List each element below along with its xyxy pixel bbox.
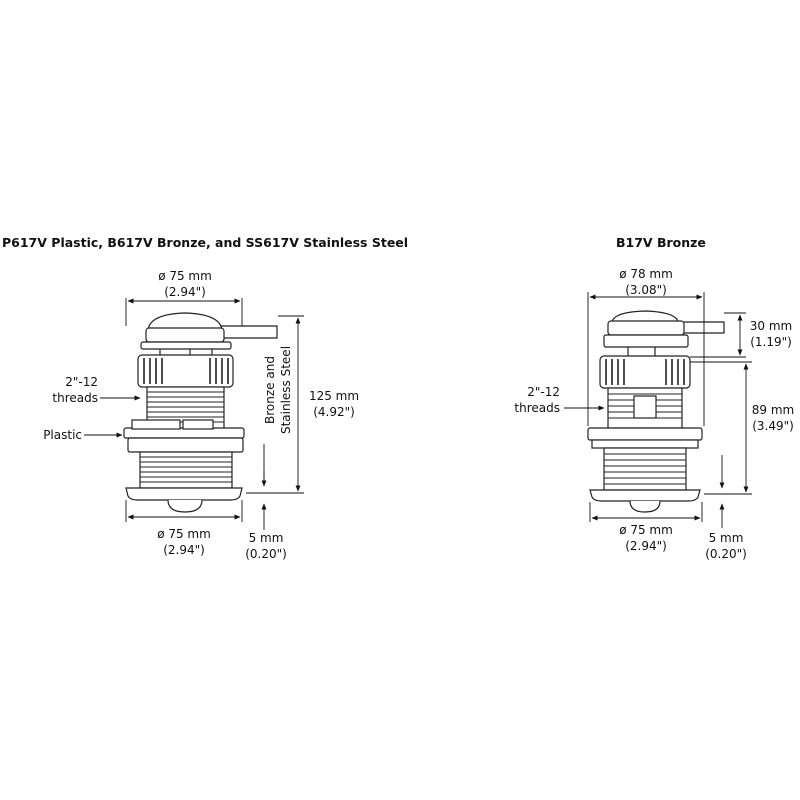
right-cap-height-label: 30 mm(1.19") [749, 319, 793, 349]
right-flange-label: 5 mm(0.20") [705, 531, 747, 561]
right-dimension-lines [564, 292, 752, 528]
left-top-diameter-label: ø 75 mm(2.94") [158, 269, 212, 299]
right-top-diameter-label: ø 78 mm(3.08") [619, 267, 673, 297]
right-transducer [587, 310, 725, 513]
right-bottom-diameter-label: ø 75 mm(2.94") [619, 523, 673, 553]
left-flange-label: 5 mm(0.20") [245, 531, 287, 561]
left-bottom-diameter-label: ø 75 mm(2.94") [157, 527, 211, 557]
plastic-label: Plastic [43, 428, 82, 442]
left-diagram-title: P617V Plastic, B617V Bronze, and SS617V … [2, 235, 409, 250]
left-height-label: 125 mm(4.92") [308, 389, 360, 419]
left-dimension-lines [84, 298, 304, 530]
left-transducer [123, 312, 278, 513]
right-height-label: 89 mm(3.49") [751, 403, 795, 433]
right-diagram-title: B17V Bronze [616, 235, 706, 250]
